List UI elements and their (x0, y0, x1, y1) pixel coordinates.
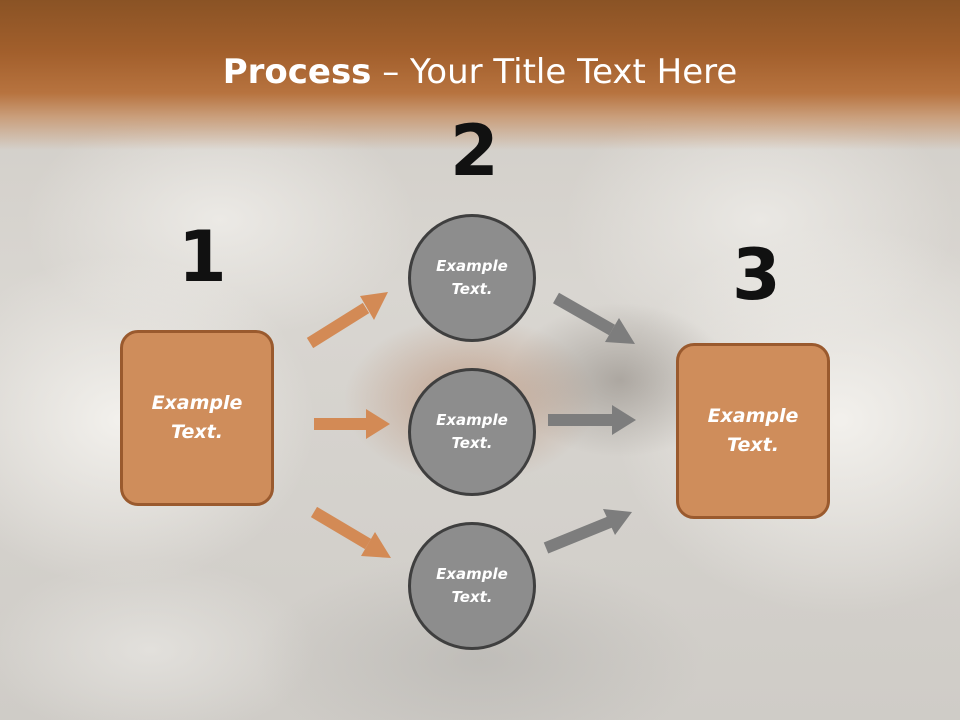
arrow-1-to-middle (314, 409, 390, 439)
step-1-box: Example Text. (120, 330, 274, 506)
step-3-box: Example Text. (676, 343, 830, 519)
step-3-text: Example Text. (693, 402, 813, 460)
circle-middle-text: Example Text. (422, 409, 522, 455)
arrow-1-to-top (310, 292, 388, 343)
step-2-circle-middle: Example Text. (408, 368, 536, 496)
step-1-text: Example Text. (137, 389, 257, 447)
arrow-top-to-3 (556, 298, 635, 344)
step-2-circle-top: Example Text. (408, 214, 536, 342)
circle-top-text: Example Text. (422, 255, 522, 301)
arrow-bottom-to-3 (546, 509, 632, 548)
arrow-middle-to-3 (548, 405, 636, 435)
circle-bottom-text: Example Text. (422, 563, 522, 609)
arrow-1-to-bottom (314, 512, 391, 558)
step-2-circle-bottom: Example Text. (408, 522, 536, 650)
